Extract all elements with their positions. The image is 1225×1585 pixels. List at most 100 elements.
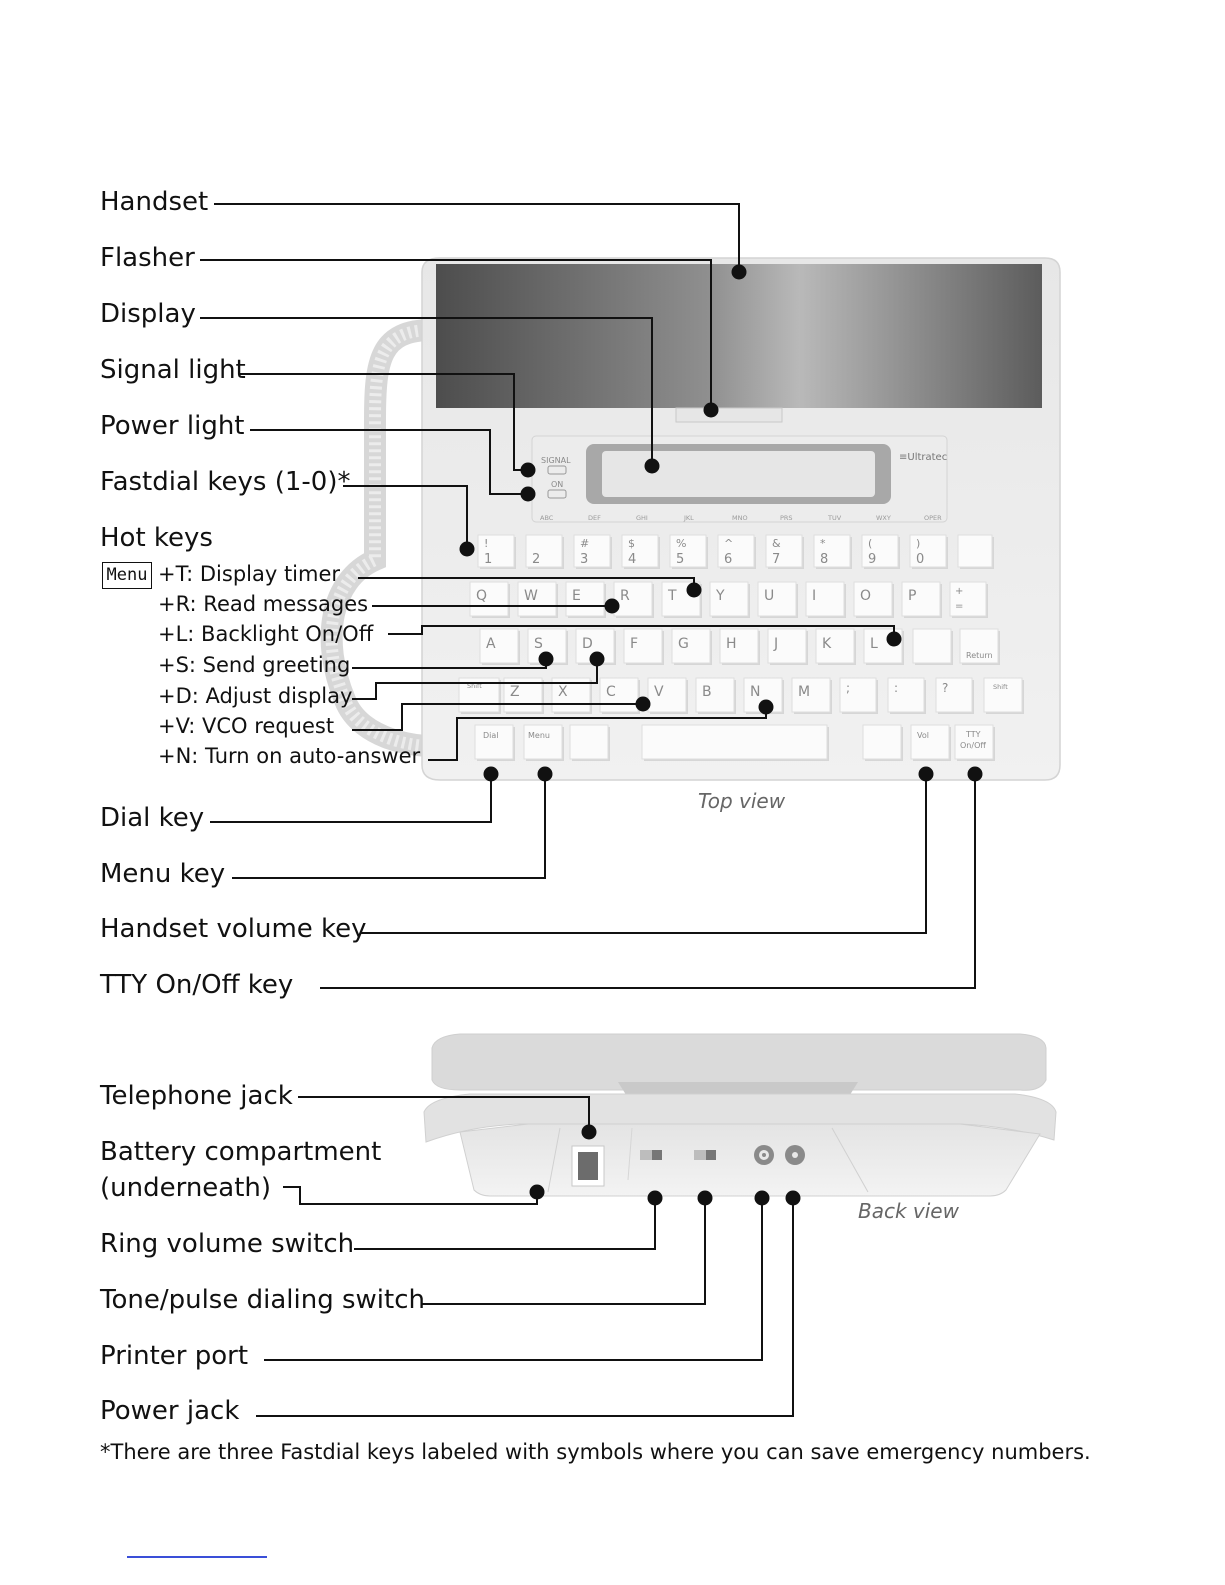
tty-key-text: On/Off: [960, 741, 986, 750]
letter-key: [709, 581, 749, 617]
label-handset-volume-key: Handset volume key: [100, 914, 367, 944]
letter-key-text: B: [702, 684, 712, 700]
back-view-device: [423, 1033, 1057, 1197]
number-key-symbol: &: [772, 537, 781, 550]
letter-group-text: DEF: [588, 514, 601, 522]
space-bar: [641, 724, 828, 760]
equals-key-symbol: =: [955, 601, 963, 612]
letter-key-text: D: [582, 636, 593, 652]
quote-key: [912, 628, 952, 664]
handset-shape: [436, 264, 1042, 408]
number-key: [573, 534, 611, 568]
hot-key-item: +D: Adjust display: [158, 684, 353, 708]
hot-key-item: +N: Turn on auto-answer: [158, 744, 421, 768]
number-key-digit: 1: [484, 552, 492, 567]
number-key: [813, 534, 851, 568]
phone-jack-port: [578, 1152, 598, 1180]
letter-key-text: K: [822, 636, 832, 652]
label-display: Display: [100, 299, 196, 329]
footnote: *There are three Fastdial keys labeled w…: [100, 1440, 1091, 1464]
signal-led: [547, 465, 567, 475]
letter-key: [479, 628, 519, 664]
leader-dots: [459, 264, 983, 1206]
hot-key-item: +T: Display timer: [158, 562, 341, 586]
letter-key: [469, 581, 509, 617]
letter-group-text: ABC: [540, 514, 554, 522]
signal-text: SIGNAL: [541, 456, 571, 465]
letter-key: [623, 628, 663, 664]
letter-key-text: H: [726, 636, 737, 652]
number-key: [717, 534, 755, 568]
dial-key-shape: [474, 724, 514, 760]
hot-key-item: +S: Send greeting: [158, 653, 351, 677]
ring-switch: [640, 1150, 662, 1160]
label-menu-key: Menu key: [100, 859, 226, 889]
shift-right-text: Shift: [993, 683, 1008, 691]
letter-group-text: OPER: [924, 514, 942, 522]
number-key: [477, 534, 515, 568]
letter-key: [565, 581, 605, 617]
letter-key-text: M: [798, 684, 810, 700]
number-key-symbol: *: [820, 537, 826, 550]
label-tone-pulse-switch: Tone/pulse dialing switch: [100, 1285, 425, 1315]
caption-back-view: Back view: [858, 1199, 959, 1223]
number-key-symbol: #: [580, 537, 589, 550]
tty-key-shape: [954, 724, 994, 760]
dial-key-text: Dial: [483, 731, 499, 740]
letter-key: [517, 581, 557, 617]
number-key-symbol: !: [484, 537, 488, 550]
hot-key-item: +L: Backlight On/Off: [158, 622, 374, 646]
brand-text: ≡Ultratec: [899, 452, 947, 463]
backspace-key: [957, 534, 993, 568]
label-telephone-jack: Telephone jack: [100, 1081, 293, 1111]
punct-key: [887, 677, 925, 713]
label-ring-volume-switch: Ring volume switch: [100, 1229, 355, 1259]
equals-key: [949, 581, 987, 617]
label-tty-key: TTY On/Off key: [100, 970, 294, 1000]
letter-key-text: P: [908, 588, 916, 604]
tty-key-text: TTY: [965, 730, 981, 739]
lcd-screen: [602, 451, 875, 497]
letter-key-text: A: [486, 636, 496, 652]
number-key: [765, 534, 803, 568]
punct-key-symbol: ?: [942, 681, 948, 695]
return-key-text: Return: [966, 651, 993, 660]
letter-key: [695, 677, 735, 713]
letter-key-text: R: [620, 588, 630, 604]
number-key-digit: 3: [580, 552, 588, 567]
label-power-jack: Power jack: [100, 1396, 240, 1426]
hot-key-item: +V: VCO request: [158, 714, 335, 738]
letter-key-text: W: [524, 588, 538, 604]
letter-key-text: T: [667, 588, 677, 604]
arrow-key-left: [569, 724, 609, 760]
letter-key-text: N: [750, 684, 760, 700]
on-text: ON: [551, 480, 563, 489]
menu-key-shape: [523, 724, 563, 760]
letter-key: [671, 628, 711, 664]
letter-key-text: U: [764, 588, 774, 604]
label-hot-keys: Hot keys: [100, 523, 213, 553]
number-key-digit: 6: [724, 552, 732, 567]
number-key: [669, 534, 707, 568]
letter-key-text: S: [534, 636, 543, 652]
label-battery-underneath: (underneath): [100, 1173, 272, 1203]
letter-key: [757, 581, 797, 617]
leader-lines: [200, 203, 976, 1417]
letter-key-text: Q: [476, 588, 487, 604]
on-led: [547, 489, 567, 499]
number-key-digit: 9: [868, 552, 876, 567]
number-key-digit: 4: [628, 552, 636, 567]
letter-key-text: I: [812, 588, 816, 604]
number-key-symbol: ^: [724, 537, 733, 550]
label-handset: Handset: [100, 187, 209, 217]
dial-switch: [694, 1150, 716, 1160]
label-dial-key: Dial key: [100, 803, 205, 833]
number-key-symbol: $: [628, 537, 635, 550]
number-key-digit: 0: [916, 552, 924, 567]
letter-key-text: L: [870, 636, 878, 652]
letter-group-text: MNO: [732, 514, 748, 522]
menu-key-symbol: Menu: [102, 562, 152, 589]
letter-key-text: J: [773, 636, 778, 652]
